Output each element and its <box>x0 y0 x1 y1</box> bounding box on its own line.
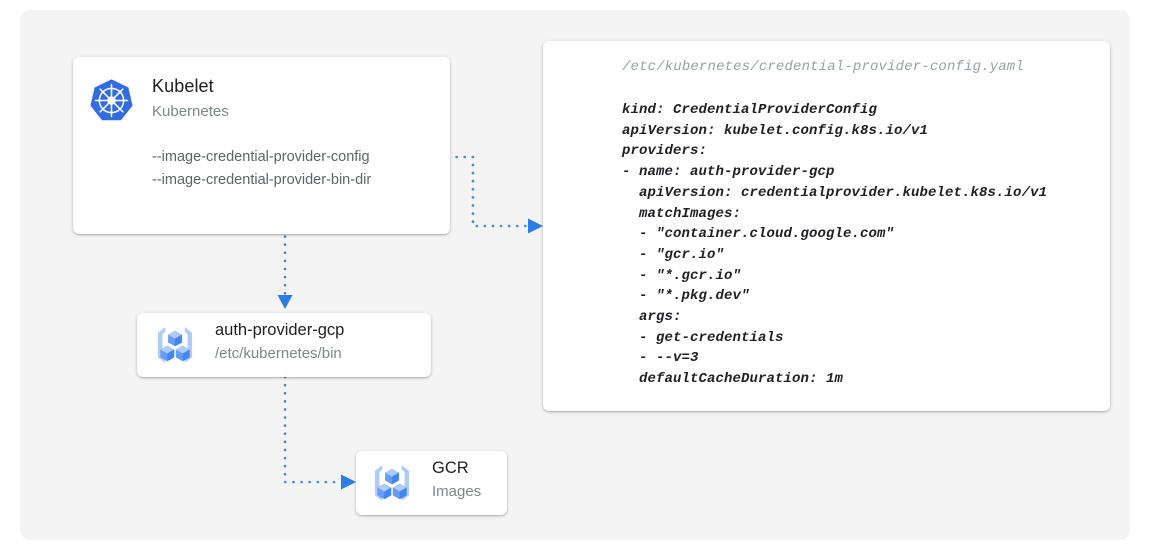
kubelet-flag-config: --image-credential-provider-config <box>152 149 370 165</box>
kubelet-card[interactable]: Kubelet Kubernetes --image-credential-pr… <box>73 57 450 234</box>
yaml-line: - "gcr.io" <box>622 246 725 263</box>
kubelet-flag-bin-dir: --image-credential-provider-bin-dir <box>152 172 372 188</box>
auth-provider-card[interactable]: auth-provider-gcp /etc/kubernetes/bin <box>137 313 431 377</box>
gcp-container-registry-icon <box>157 327 193 363</box>
gcr-card-subtitle: Images <box>432 483 482 500</box>
gcp-container-registry-icon <box>374 465 410 501</box>
yaml-line: apiVersion: kubelet.config.k8s.io/v1 <box>622 122 929 139</box>
yaml-filename-label: /etc/kubernetes/credential-provider-conf… <box>622 59 1024 75</box>
auth-provider-card-subtitle: /etc/kubernetes/bin <box>215 345 342 362</box>
yaml-line: kind: CredentialProviderConfig <box>622 102 878 118</box>
yaml-line: matchImages: <box>622 205 742 222</box>
kubernetes-helm-wheel-icon <box>90 79 133 121</box>
yaml-line: - name: auth-provider-gcp <box>622 164 835 181</box>
yaml-line: args: <box>622 309 682 326</box>
yaml-line: providers: <box>622 143 708 160</box>
kubelet-flag-list: --image-credential-provider-config --ima… <box>152 146 371 192</box>
yaml-line: - "container.cloud.google.com" <box>622 226 895 243</box>
yaml-line: apiVersion: credentialprovider.kubelet.k… <box>622 184 1048 201</box>
yaml-code-block: kind: CredentialProviderConfig apiVersio… <box>622 100 1047 390</box>
yaml-config-panel[interactable]: /etc/kubernetes/credential-provider-conf… <box>543 41 1110 411</box>
auth-provider-card-title: auth-provider-gcp <box>215 321 345 339</box>
yaml-line: - --v=3 <box>622 350 699 367</box>
yaml-line: - get-credentials <box>622 329 784 346</box>
gcr-card-title: GCR <box>432 459 469 477</box>
kubelet-card-title: Kubelet <box>152 76 214 96</box>
yaml-line: defaultCacheDuration: 1m <box>622 371 844 388</box>
kubelet-card-subtitle: Kubernetes <box>152 103 229 120</box>
yaml-line: - "*.pkg.dev" <box>622 288 750 305</box>
gcr-card[interactable]: GCR Images <box>356 451 507 515</box>
yaml-line: - "*.gcr.io" <box>622 267 742 284</box>
